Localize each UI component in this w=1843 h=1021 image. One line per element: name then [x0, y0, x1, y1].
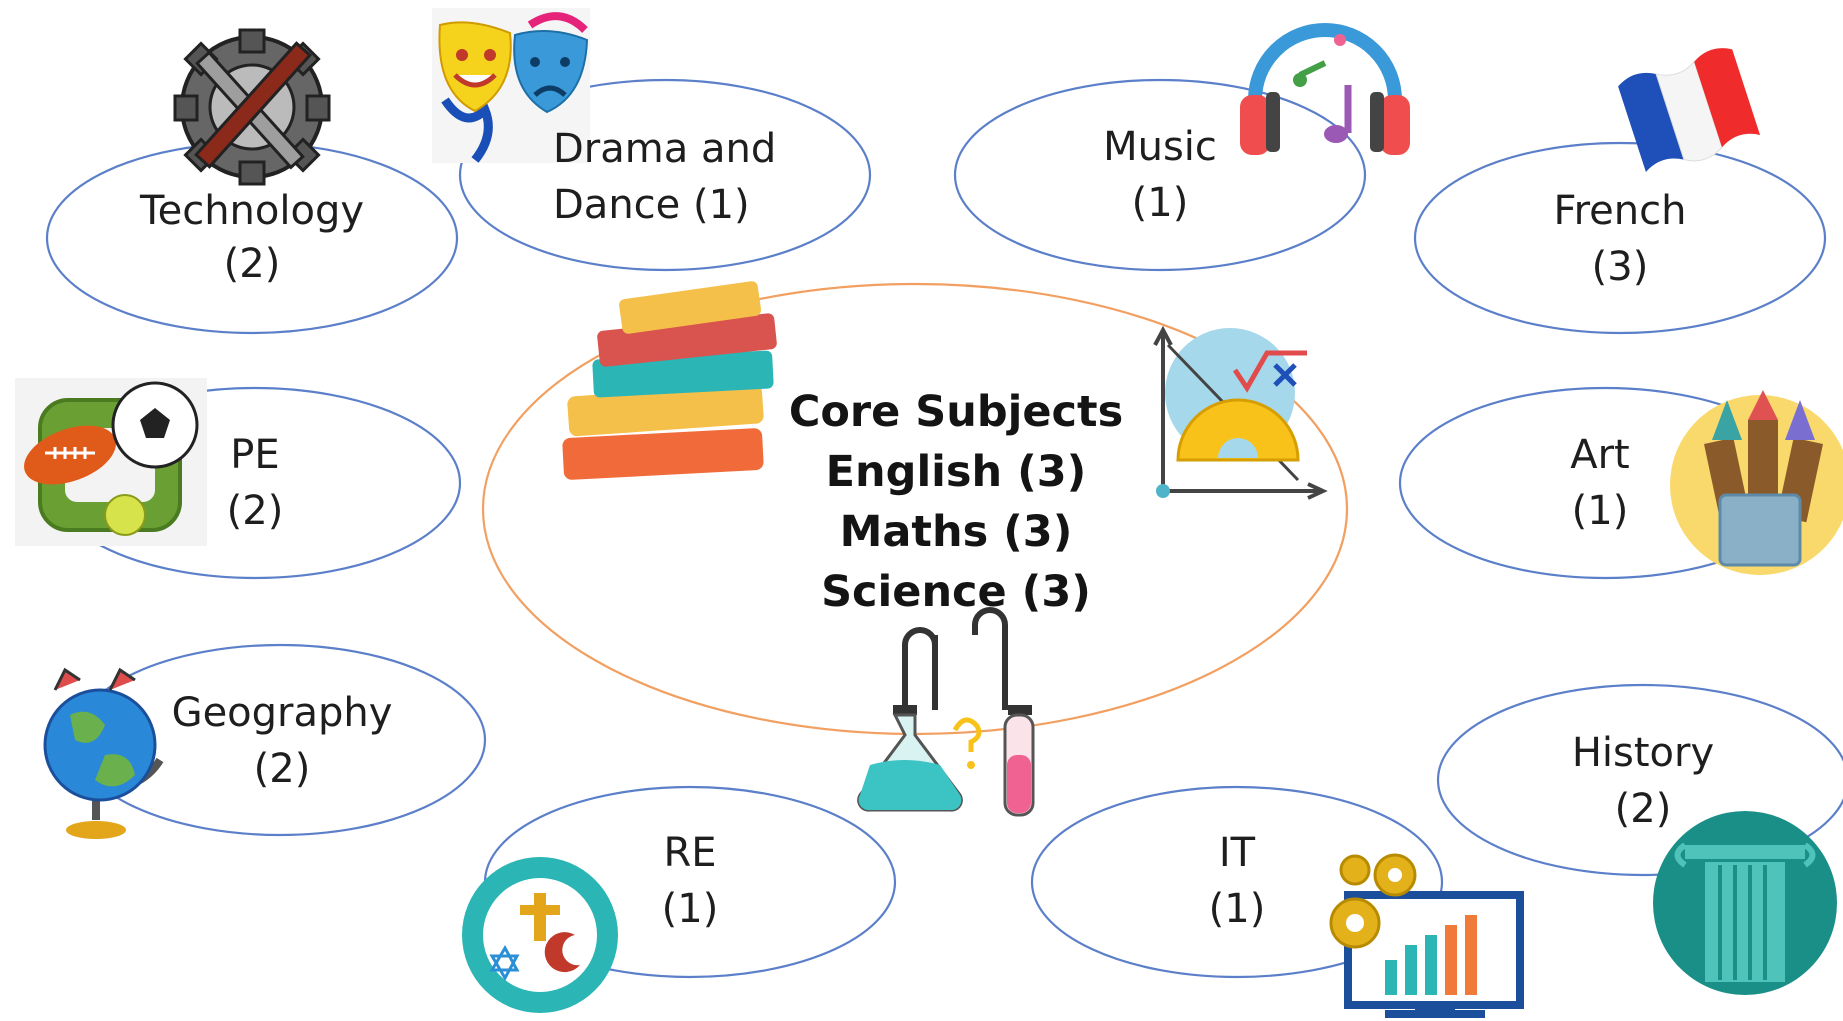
paintbrushes-icon	[1670, 390, 1843, 575]
books-icon	[562, 281, 777, 480]
core-title: Core Subjects	[789, 387, 1123, 437]
music-label: Music(1)	[1103, 124, 1217, 226]
core-science: Science (3)	[821, 567, 1091, 617]
technology-label: Technology(2)	[139, 188, 364, 287]
french-flag-icon	[1618, 48, 1761, 173]
pe-label: PE(2)	[227, 432, 284, 534]
art-label: Art(1)	[1570, 432, 1630, 534]
religion-symbols-icon	[462, 857, 618, 1013]
history-ellipse	[1436, 683, 1843, 877]
it-label: IT(1)	[1209, 830, 1266, 932]
french-label: French(3)	[1554, 188, 1687, 290]
it-ellipse	[1030, 785, 1444, 979]
column-icon	[1653, 811, 1837, 995]
theatre-masks-icon	[432, 8, 590, 163]
geography-label: Geography(2)	[172, 690, 393, 792]
computer-chart-icon	[1329, 853, 1524, 1018]
sports-balls-icon	[15, 378, 207, 546]
gear-wrench-icon	[173, 28, 331, 186]
re-label: RE(1)	[662, 830, 719, 932]
core-english: English (3)	[826, 447, 1087, 497]
science-icon	[857, 607, 1035, 817]
history-label: History(2)	[1572, 730, 1714, 832]
drama-ellipse	[458, 78, 872, 272]
core-maths: Maths (3)	[840, 507, 1073, 557]
maths-icon	[1153, 325, 1328, 500]
globe-icon	[43, 667, 164, 839]
headphones-music-icon	[1240, 23, 1410, 155]
music-ellipse	[953, 78, 1367, 272]
french-ellipse	[1413, 141, 1827, 335]
